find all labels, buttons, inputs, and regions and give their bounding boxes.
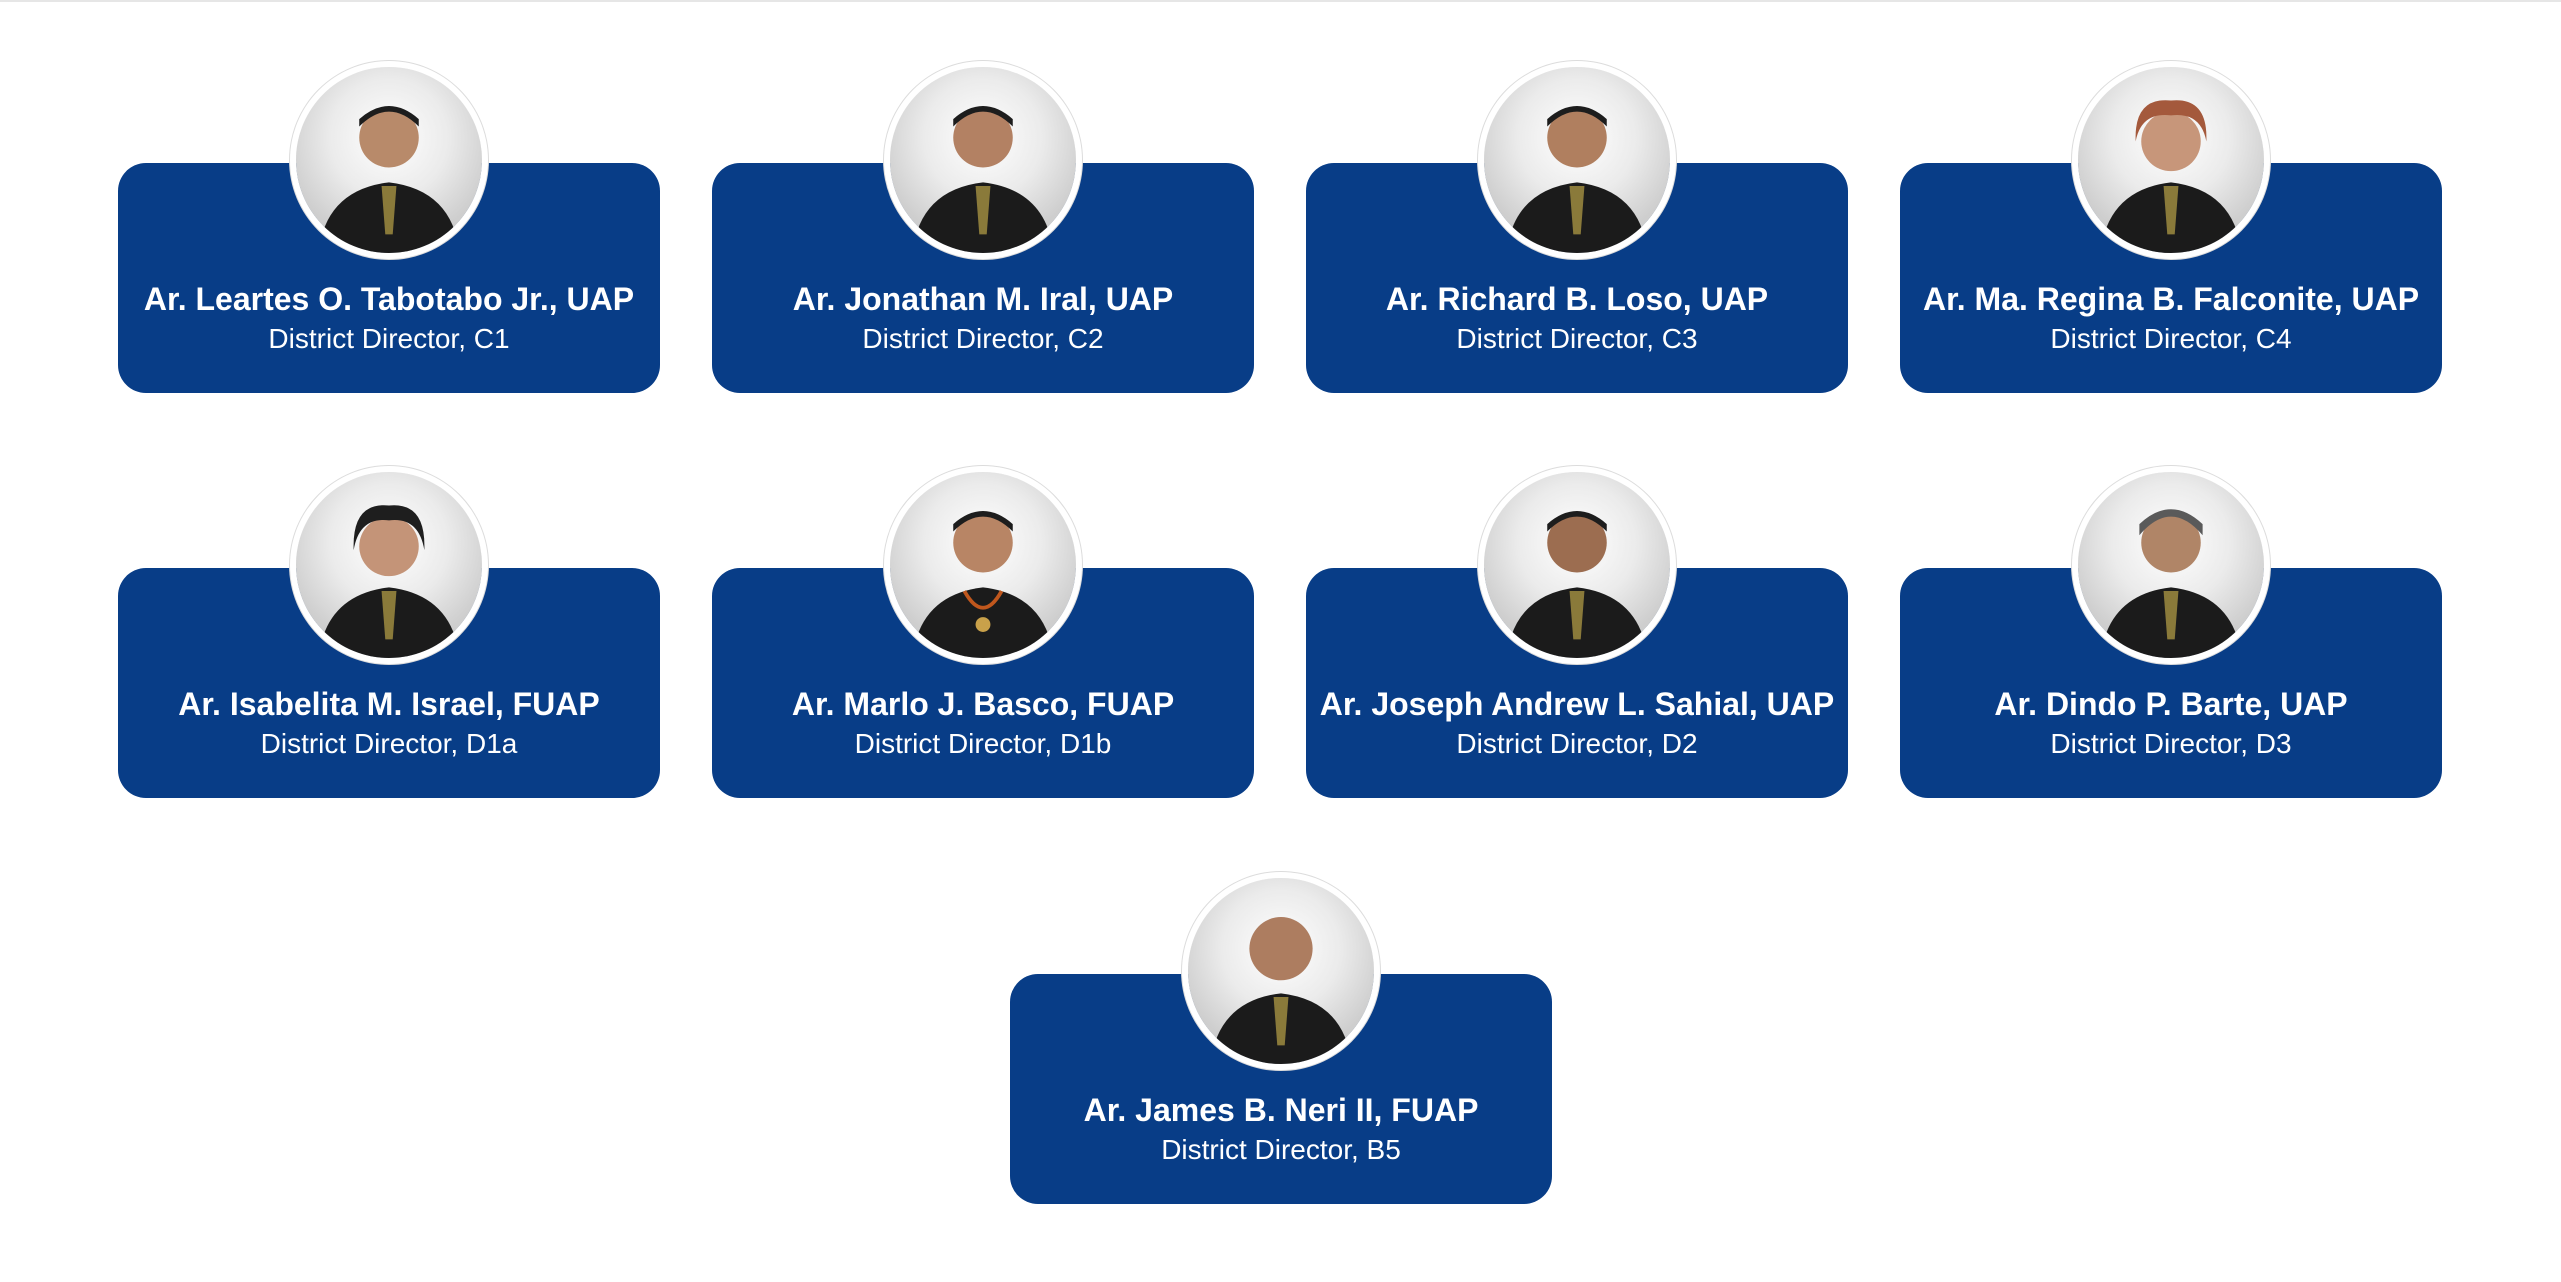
director-title: District Director, C1 — [268, 323, 510, 354]
director-card: Ar. Jonathan M. Iral, UAP District Direc… — [712, 67, 1254, 393]
top-divider — [0, 0, 2561, 2]
director-name: Ar. Dindo P. Barte, UAP — [1994, 686, 2348, 722]
director-card: Ar. Joseph Andrew L. Sahial, UAP Distric… — [1306, 472, 1848, 798]
portrait-photo-icon — [296, 67, 482, 253]
director-name: Ar. Joseph Andrew L. Sahial, UAP — [1319, 686, 1835, 722]
portrait-photo-icon — [890, 472, 1076, 658]
director-card: Ar. Dindo P. Barte, UAP District Directo… — [1900, 472, 2442, 798]
director-card: Ar. Richard B. Loso, UAP District Direct… — [1306, 67, 1848, 393]
portrait-photo-icon — [890, 67, 1076, 253]
director-title: District Director, B5 — [1161, 1134, 1401, 1165]
director-title: District Director, D1a — [260, 728, 518, 759]
director-card: Ar. Ma. Regina B. Falconite, UAP Distric… — [1900, 67, 2442, 393]
director-name: Ar. Marlo J. Basco, FUAP — [791, 686, 1175, 722]
portrait-photo-icon — [2078, 67, 2264, 253]
director-card: Ar. Leartes O. Tabotabo Jr., UAP Distric… — [118, 67, 660, 393]
director-card: Ar. James B. Neri II, FUAP District Dire… — [1010, 878, 1552, 1204]
director-name: Ar. Ma. Regina B. Falconite, UAP — [1922, 281, 2420, 317]
director-title: District Director, C2 — [862, 323, 1104, 354]
portrait-photo-icon — [1484, 67, 1670, 253]
portrait-photo-icon — [2078, 472, 2264, 658]
director-card: Ar. Isabelita M. Israel, FUAP District D… — [118, 472, 660, 798]
director-card: Ar. Marlo J. Basco, FUAP District Direct… — [712, 472, 1254, 798]
portrait-photo-icon — [296, 472, 482, 658]
director-title: District Director, C3 — [1456, 323, 1698, 354]
portrait-photo-icon — [1188, 878, 1374, 1064]
director-title: District Director, D1b — [854, 728, 1112, 759]
director-name: Ar. Richard B. Loso, UAP — [1385, 281, 1769, 317]
director-title: District Director, D3 — [2050, 728, 2292, 759]
director-name: Ar. James B. Neri II, FUAP — [1083, 1092, 1479, 1128]
director-title: District Director, C4 — [2050, 323, 2292, 354]
portrait-photo-icon — [1484, 472, 1670, 658]
director-title: District Director, D2 — [1456, 728, 1698, 759]
director-name: Ar. Jonathan M. Iral, UAP — [792, 281, 1174, 317]
director-name: Ar. Leartes O. Tabotabo Jr., UAP — [143, 281, 635, 317]
director-name: Ar. Isabelita M. Israel, FUAP — [178, 686, 600, 722]
